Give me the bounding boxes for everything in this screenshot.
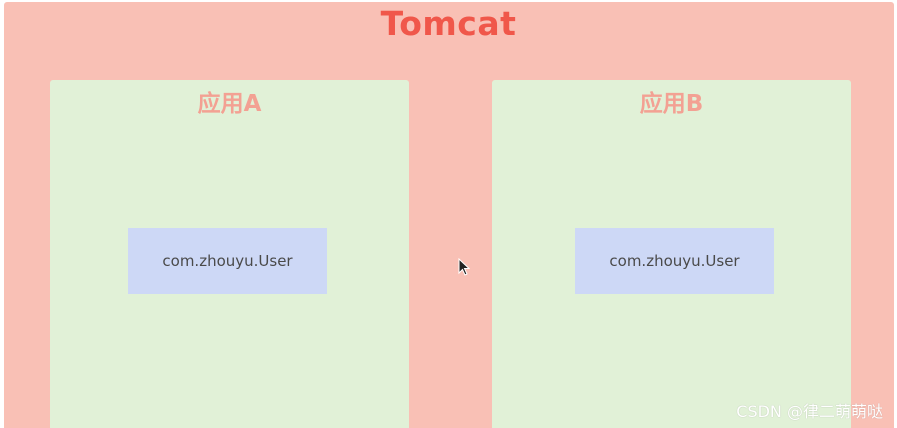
watermark: CSDN @律二萌萌哒 bbox=[736, 402, 883, 421]
tomcat-title: Tomcat bbox=[380, 4, 517, 43]
app-b-box: 应用B com.zhouyu.User bbox=[492, 80, 851, 428]
app-a-class-box: com.zhouyu.User bbox=[128, 228, 327, 294]
app-b-title: 应用B bbox=[639, 91, 704, 117]
app-b-class-box: com.zhouyu.User bbox=[575, 228, 774, 294]
mouse-pointer-icon bbox=[458, 258, 470, 276]
app-a-box: 应用A com.zhouyu.User bbox=[50, 80, 409, 428]
app-a-title: 应用A bbox=[197, 91, 262, 117]
